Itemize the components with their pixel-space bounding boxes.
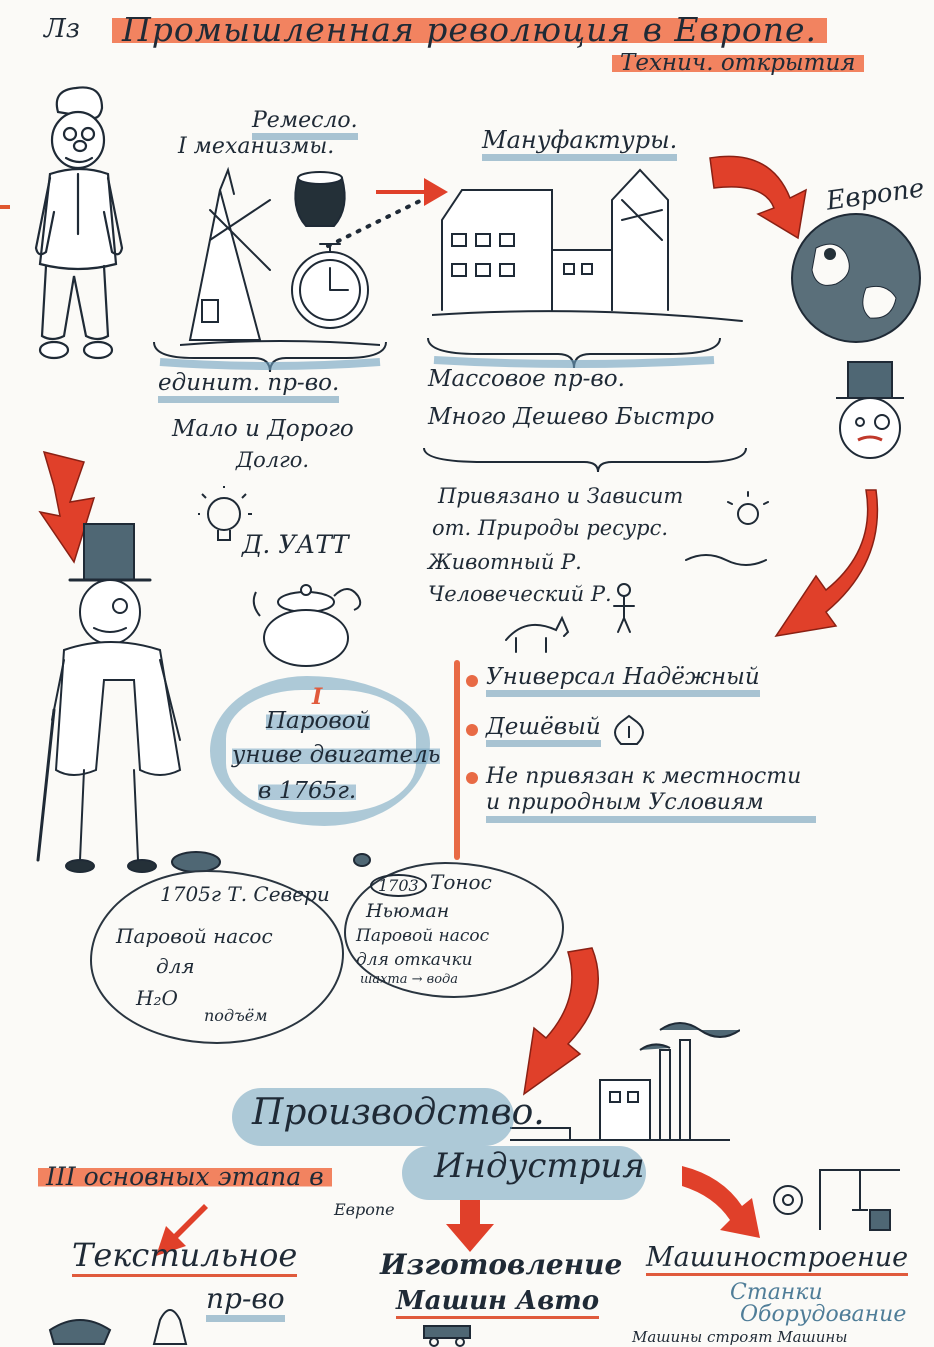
savery-line-5: подъём — [204, 1006, 268, 1025]
stages-heading: III основных этапа в — [38, 1162, 332, 1191]
gentleman-figure — [36, 523, 182, 873]
thought-dots — [171, 851, 371, 873]
craft-heading: Ремесло. — [252, 108, 358, 140]
savery-line-3: для — [156, 954, 195, 978]
nature-resources-doodles — [505, 491, 769, 653]
money-bag-icon — [613, 714, 644, 745]
curved-arrow-down-right-icon — [709, 155, 807, 240]
newcomen-line-4: для откачки — [356, 950, 473, 970]
zigzag-arrow-down-icon — [38, 450, 96, 564]
dependency-line-4: Человеческий Р. — [428, 582, 612, 606]
curved-arrow-down-icon — [522, 947, 599, 1096]
watt-name: Д. УАТТ — [242, 530, 349, 559]
feature-item-independent: Не привязан к местности и природным Усло… — [466, 764, 866, 823]
manufacture-caption-1: Массовое пр-во. — [428, 366, 625, 392]
feature-item-cheap: Дешёвый — [466, 712, 659, 748]
dependency-line-1: Привязано и Зависит — [438, 484, 684, 508]
factory-smokestacks-drawing — [510, 1022, 740, 1141]
feature-text: Не привязан к местности и природным Усло… — [486, 764, 816, 823]
top-hat-gentleman-icon — [836, 361, 904, 459]
newcomen-year: 1703 — [370, 874, 427, 897]
page-title: Промышленная революция в Европе. — [112, 10, 827, 49]
savery-line-2: Паровой насос — [116, 924, 273, 948]
newcomen-line-1: Тонос — [430, 870, 492, 894]
steam-engine-line-3: в 1765г. — [258, 778, 357, 804]
artisan-figure — [34, 86, 124, 360]
stage-machines-line-2: Машин Авто — [396, 1286, 600, 1319]
lightbulb-icon — [198, 486, 252, 541]
craft-caption-3: Долго. — [236, 448, 310, 472]
industry-word: Индустрия — [434, 1146, 645, 1186]
feature-item-universal: Универсал Надёжный — [466, 664, 760, 697]
page-subtitle: Технич. открытия — [612, 50, 864, 76]
savery-line-4: H₂O — [136, 986, 178, 1010]
page-edge-mark — [0, 205, 10, 209]
stage-engineering-line-3: Оборудование — [740, 1302, 907, 1327]
manufacture-brace-2 — [423, 447, 747, 473]
crane-gear-drawing — [773, 1169, 900, 1231]
features-bar — [454, 660, 460, 860]
steam-engine-line-2: униве двигатель — [232, 742, 441, 768]
textile-doodle — [48, 1309, 188, 1345]
steam-engine-line-1: Паровой — [266, 708, 371, 734]
dependency-line-3: Животный Р. — [428, 550, 582, 574]
craft-caption-2: Мало и Дорого — [172, 416, 354, 442]
lesson-label: Лз — [44, 14, 80, 44]
windmill-jug-clock-drawing — [180, 166, 380, 346]
dotted-connector — [326, 196, 428, 248]
arrow-down-right-icon — [682, 1166, 760, 1238]
steam-pot-drawing — [252, 584, 362, 667]
industry-oval — [402, 1146, 646, 1200]
savery-bubble — [90, 870, 344, 1044]
newcomen-line-3: Паровой насос — [356, 926, 490, 946]
feature-text: Универсал Надёжный — [486, 664, 760, 697]
stage-engineering-line-1: Машиностроение — [646, 1242, 909, 1276]
bullet-icon — [466, 724, 478, 736]
stages-europe: Европе — [334, 1200, 395, 1219]
manufacture-heading: Мануфактуры. — [482, 126, 678, 161]
steam-engine-number: I — [312, 684, 323, 710]
stage-engineering-line-2: Станки — [730, 1280, 823, 1305]
manufacture-brace — [427, 337, 721, 369]
newcomen-line-2: Ньюман — [366, 900, 450, 922]
arrow-down-icon — [446, 1200, 494, 1252]
craft-caption-1: единит. пр-во. — [158, 370, 340, 403]
arrow-right-icon — [376, 178, 448, 206]
production-word: Производство. — [252, 1092, 545, 1133]
globe-icon — [791, 213, 921, 343]
stage-textile-line-2: пр-во — [206, 1282, 285, 1322]
stage-engineering-line-4: Машины строят Машины — [632, 1328, 848, 1346]
arrow-down-left-icon — [156, 1204, 208, 1256]
savery-line-1: 1705г Т. Севери — [160, 882, 330, 906]
car-icon — [423, 1325, 471, 1347]
production-oval — [232, 1088, 514, 1146]
factory-buildings-drawing — [432, 168, 743, 322]
craft-brace — [153, 341, 387, 373]
bullet-icon — [466, 674, 478, 687]
stage-machines-line-1: Изготовление — [380, 1248, 623, 1281]
curved-arrow-down-left-icon — [774, 489, 879, 638]
bullet-icon — [466, 772, 478, 784]
craft-subheading: I механизмы. — [178, 134, 335, 159]
feature-text: Дешёвый — [486, 714, 601, 747]
newcomen-line-5: шахта → вода — [360, 972, 459, 987]
manufacture-caption-2: Много Дешево Быстро — [428, 404, 715, 430]
dependency-line-2: от. Природы ресурс. — [432, 516, 669, 540]
stage-textile-line-1: Текстильное — [72, 1236, 298, 1277]
